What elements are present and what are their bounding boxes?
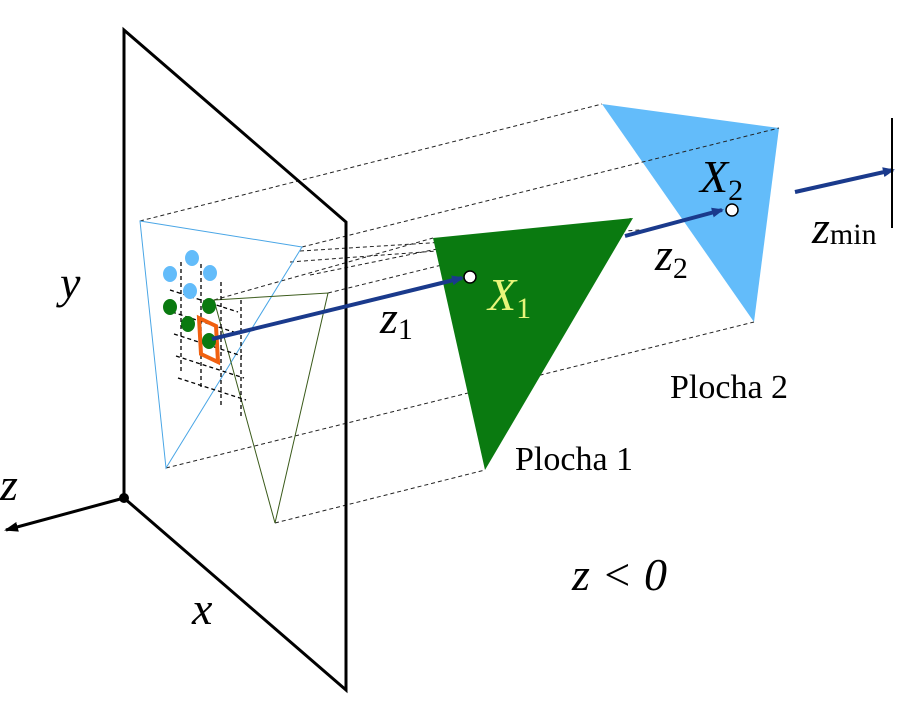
- ray-to-x2: [624, 207, 724, 238]
- surface1-triangle: [433, 218, 633, 470]
- surface2-triangle: [602, 104, 779, 322]
- origin-dot: [119, 493, 129, 503]
- projection-plane: [122, 26, 348, 694]
- z1-label: z1: [379, 292, 413, 346]
- z2-label: z2: [654, 229, 688, 285]
- axis-x-label: x: [191, 583, 213, 634]
- zmin-label: zmin: [811, 202, 877, 253]
- pixel-samples-surface2: [163, 250, 217, 299]
- axis-y-label: y: [56, 257, 81, 308]
- x1-label: X1: [486, 269, 531, 325]
- point-x1: [463, 270, 477, 284]
- z-condition-label: z < 0: [571, 549, 667, 600]
- highlighted-pixel-sample: [202, 333, 216, 349]
- pixel-samples-surface1: [163, 298, 216, 332]
- projected-surface1-outline: [213, 292, 329, 524]
- ray-to-x1: [211, 275, 464, 341]
- point-x2: [725, 203, 739, 217]
- ray-to-zmin: [794, 167, 895, 194]
- axis-z-label: z: [0, 459, 18, 510]
- highlighted-pixel: [196, 314, 221, 366]
- z-axis-arrow: [4, 496, 125, 532]
- projected-surface2-outline: [139, 220, 303, 470]
- x2-label: X2: [698, 151, 743, 207]
- surface2-label: Plocha 2: [670, 369, 788, 406]
- surface1-label: Plocha 1: [515, 441, 633, 478]
